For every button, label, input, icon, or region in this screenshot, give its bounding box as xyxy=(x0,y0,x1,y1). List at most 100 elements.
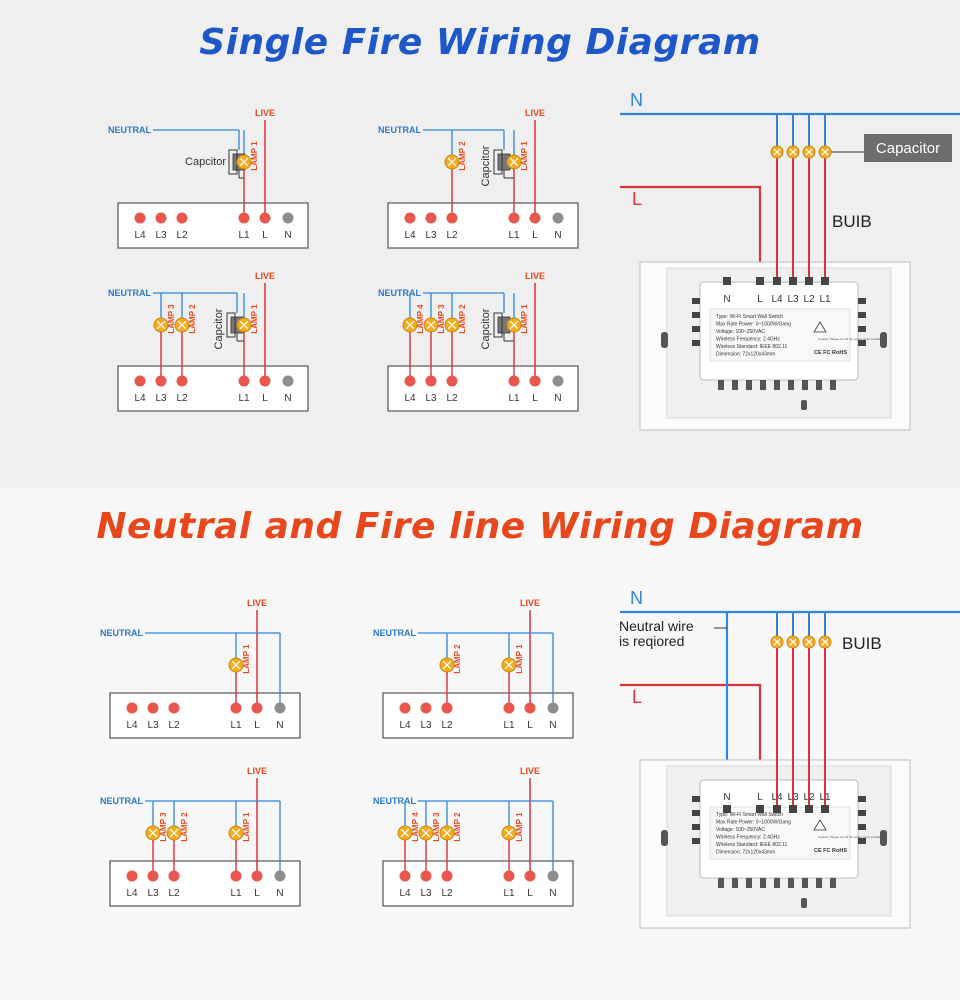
terminal-L2 xyxy=(441,702,453,714)
lamp-cross xyxy=(773,148,781,156)
terminal-L2 xyxy=(176,375,188,387)
terminal-label-L2: L2 xyxy=(441,888,453,899)
lamp-cross xyxy=(156,320,166,330)
mains-n-label: N xyxy=(630,588,643,608)
lamp-cross xyxy=(421,828,431,838)
switch-terminal-box xyxy=(117,202,309,249)
live-label: LIVE xyxy=(255,271,275,281)
module-terminal-L: L xyxy=(757,792,763,803)
module-terminal-L3: L3 xyxy=(787,294,799,305)
terminal-label-N: N xyxy=(549,888,556,899)
terminal-label-L2: L2 xyxy=(176,393,188,404)
terminal-L1 xyxy=(238,212,250,224)
switch-terminal-box xyxy=(387,202,579,249)
terminal-label-L1: L1 xyxy=(230,720,242,731)
terminal-label-L4: L4 xyxy=(404,230,416,241)
terminal-L3 xyxy=(425,212,437,224)
module-type_line: Type: Wi-Fi Smart Wall Switch xyxy=(716,314,783,320)
lamp-label: LAMP 2 xyxy=(180,812,189,842)
lamp-cross xyxy=(400,828,410,838)
terminal-label-N: N xyxy=(276,720,283,731)
lamp-icon xyxy=(506,317,522,333)
certification-marks: CE FC RoHS xyxy=(814,350,847,356)
module-bottom-tab xyxy=(802,380,808,390)
terminal-label-L2: L2 xyxy=(446,230,458,241)
lamp-label: LAMP 2 xyxy=(188,304,197,334)
mains-live-wire xyxy=(620,185,762,282)
terminal-label-L1: L1 xyxy=(503,888,515,899)
module-side-tab xyxy=(858,298,866,304)
terminal-N xyxy=(552,375,564,387)
lamp-label: LAMP 1 xyxy=(242,644,251,674)
mount-hole xyxy=(661,332,668,348)
warning-text: Caution: Please cut off the power when i… xyxy=(818,337,885,341)
lamp-cross xyxy=(447,320,457,330)
lamp-label: LAMP 2 xyxy=(453,644,462,674)
terminal-label-N: N xyxy=(284,230,291,241)
lamp-icon xyxy=(439,825,455,841)
terminal-label-L4: L4 xyxy=(404,393,416,404)
lamp-label: LAMP 1 xyxy=(250,141,259,171)
capacitor-label: Capcitor xyxy=(185,156,226,168)
mount-hole xyxy=(801,400,807,410)
mains-l-label: L xyxy=(632,189,642,209)
terminal-N xyxy=(282,212,294,224)
terminal-N xyxy=(274,702,286,714)
lamp-icon xyxy=(802,145,816,159)
lamp-label: LAMP 1 xyxy=(515,644,524,674)
buib-label: BUIB xyxy=(832,212,872,231)
lamp-cross xyxy=(447,157,457,167)
switch-terminal-box xyxy=(387,365,579,412)
terminal-label-L4: L4 xyxy=(126,888,138,899)
single-fire-title: Single Fire Wiring Diagram xyxy=(199,22,761,63)
terminal-screw-L3 xyxy=(789,805,797,813)
neutral-required-label-1: Neutral wire xyxy=(619,618,694,634)
terminal-label-L1: L1 xyxy=(238,230,250,241)
terminal-label-L4: L4 xyxy=(134,230,146,241)
switch-terminal-box xyxy=(382,860,574,907)
module-side-tab xyxy=(692,824,700,830)
lamp-label: LAMP 1 xyxy=(520,304,529,334)
terminal-screw-L2 xyxy=(805,277,813,285)
neutral-label: NEUTRAL xyxy=(108,125,151,135)
lamp-icon xyxy=(145,825,161,841)
module-side-tab xyxy=(858,312,866,318)
lamp-label: LAMP 4 xyxy=(411,812,420,842)
lamp-icon xyxy=(444,154,460,170)
module-side-tab xyxy=(692,340,700,346)
module-bottom-tab xyxy=(746,380,752,390)
module-bottom-tab xyxy=(718,878,724,888)
module-bottom-tab xyxy=(718,380,724,390)
lamp-icon xyxy=(506,154,522,170)
module-side-tab xyxy=(692,796,700,802)
lamp-label: LAMP 3 xyxy=(159,812,168,842)
lamp-icon xyxy=(418,825,434,841)
module-terminal-N: N xyxy=(723,294,730,305)
neutral-label: NEUTRAL xyxy=(100,796,143,806)
mount-hole xyxy=(880,332,887,348)
lamp-icon xyxy=(501,657,517,673)
terminal-label-L3: L3 xyxy=(425,393,437,404)
module-bottom-tab xyxy=(760,380,766,390)
terminal-label-N: N xyxy=(554,230,561,241)
terminal-label-L3: L3 xyxy=(147,720,159,731)
lamp-icon xyxy=(818,145,832,159)
terminal-N xyxy=(552,212,564,224)
module-terminal-L4: L4 xyxy=(771,294,783,305)
terminal-L3 xyxy=(147,870,159,882)
terminal-L4 xyxy=(134,375,146,387)
lamp-cross xyxy=(442,660,452,670)
terminal-L xyxy=(524,870,536,882)
neutral-fire-title: Neutral and Fire line Wiring Diagram xyxy=(96,506,864,547)
capacitor-label: Capcitor xyxy=(480,308,492,349)
terminal-N xyxy=(547,870,559,882)
lamp-cross xyxy=(509,320,519,330)
terminal-L2 xyxy=(168,702,180,714)
terminal-L1 xyxy=(508,212,520,224)
lamp-cross xyxy=(805,148,813,156)
terminal-label-L1: L1 xyxy=(230,888,242,899)
live-label: LIVE xyxy=(520,766,540,776)
